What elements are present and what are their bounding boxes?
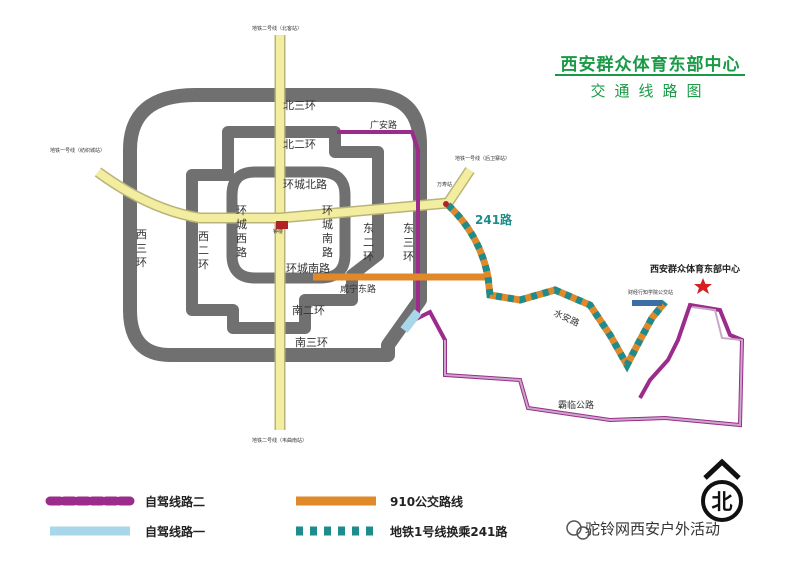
svg-text:环: 环 — [403, 250, 414, 263]
map-title-block: 西安群众体育东部中心 交通线路图 — [553, 50, 748, 106]
label-bus-241: 241路 — [475, 212, 513, 227]
label-north-second-ring: 北二环 — [283, 138, 316, 151]
label-shuian-road: 水安路 — [552, 307, 582, 329]
label-xianning-road: 咸宁东路 — [340, 283, 376, 295]
svg-text:西: 西 — [136, 228, 147, 241]
label-inner-east: 环城南路 — [322, 204, 333, 259]
svg-text:西: 西 — [236, 232, 247, 245]
label-east-third-ring: 东三环 — [403, 222, 414, 263]
wechat-icon — [566, 520, 590, 540]
label-center-station: 钟楼 — [273, 228, 283, 235]
svg-text:城: 城 — [236, 218, 247, 231]
svg-text:东: 东 — [403, 222, 414, 235]
label-south-third-ring: 南三环 — [295, 336, 328, 349]
svg-text:三: 三 — [136, 242, 147, 255]
svg-text:二: 二 — [198, 244, 209, 257]
bell-tower-station-icon — [276, 221, 288, 229]
svg-text:环: 环 — [236, 204, 247, 217]
metro-transfer-241 — [445, 202, 668, 373]
label-metro-2-south: 地铁二号线（韦曲南站） — [252, 437, 307, 444]
legend-self-drive-2: 自驾线路二 — [145, 495, 206, 509]
legend-metro-transfer: 地铁1号线换乘241路 — [390, 525, 508, 539]
legend-bus-910: 910公交路线 — [390, 495, 464, 509]
svg-text:环: 环 — [136, 256, 147, 269]
label-north-third-ring: 北三环 — [283, 99, 316, 112]
svg-text:路: 路 — [322, 246, 333, 259]
label-inner-north: 环城北路 — [283, 178, 327, 191]
label-inner-south: 环城南路 — [286, 262, 330, 275]
svg-text:路: 路 — [236, 246, 247, 259]
title-divider — [555, 74, 745, 76]
svg-text:西: 西 — [198, 230, 209, 243]
third-ring-road — [123, 88, 427, 363]
second-ring-road — [185, 126, 384, 334]
label-south-second-ring: 南二环 — [292, 304, 325, 317]
label-west-third-ring: 西三环 — [136, 228, 147, 269]
destination-star-icon — [694, 278, 712, 294]
label-metro-2-north: 地铁二号线（北客站） — [252, 25, 302, 32]
label-metro-1-west: 地铁一号线（纺织城站） — [50, 147, 105, 154]
svg-text:环: 环 — [198, 258, 209, 271]
svg-text:城: 城 — [322, 218, 333, 231]
north-compass-icon: 北 — [701, 458, 743, 522]
bus-stop-icon — [632, 300, 662, 306]
svg-text:环: 环 — [322, 204, 333, 217]
svg-text:三: 三 — [403, 236, 414, 249]
svg-text:环: 环 — [363, 250, 374, 263]
label-wanshou-station: 万寿站 — [437, 181, 452, 188]
map-title: 西安群众体育东部中心 — [560, 55, 741, 75]
label-bashi-road: 霸临公路 — [558, 399, 594, 411]
svg-text:东: 东 — [363, 222, 374, 235]
self-drive-route-1 — [400, 309, 422, 333]
legend-self-drive-1: 自驾线路一 — [145, 525, 206, 539]
label-east-second-ring: 东二环 — [363, 222, 374, 263]
label-destination: 西安群众体育东部中心 — [650, 263, 740, 275]
svg-text:北: 北 — [712, 490, 733, 514]
watermark: 驼铃网西安户外活动 — [585, 520, 721, 538]
svg-text:二: 二 — [363, 236, 374, 249]
wanshou-station-icon — [443, 201, 449, 207]
label-guangan-road: 广安路 — [370, 119, 397, 131]
label-metro-1-east: 地铁一号线（后卫寨站） — [455, 155, 510, 162]
svg-text:南: 南 — [322, 232, 333, 245]
map-subtitle: 交通线路图 — [590, 82, 711, 100]
label-bus-stop: 财经行知学院公交站 — [628, 289, 673, 296]
label-west-second-ring: 西二环 — [198, 230, 209, 271]
